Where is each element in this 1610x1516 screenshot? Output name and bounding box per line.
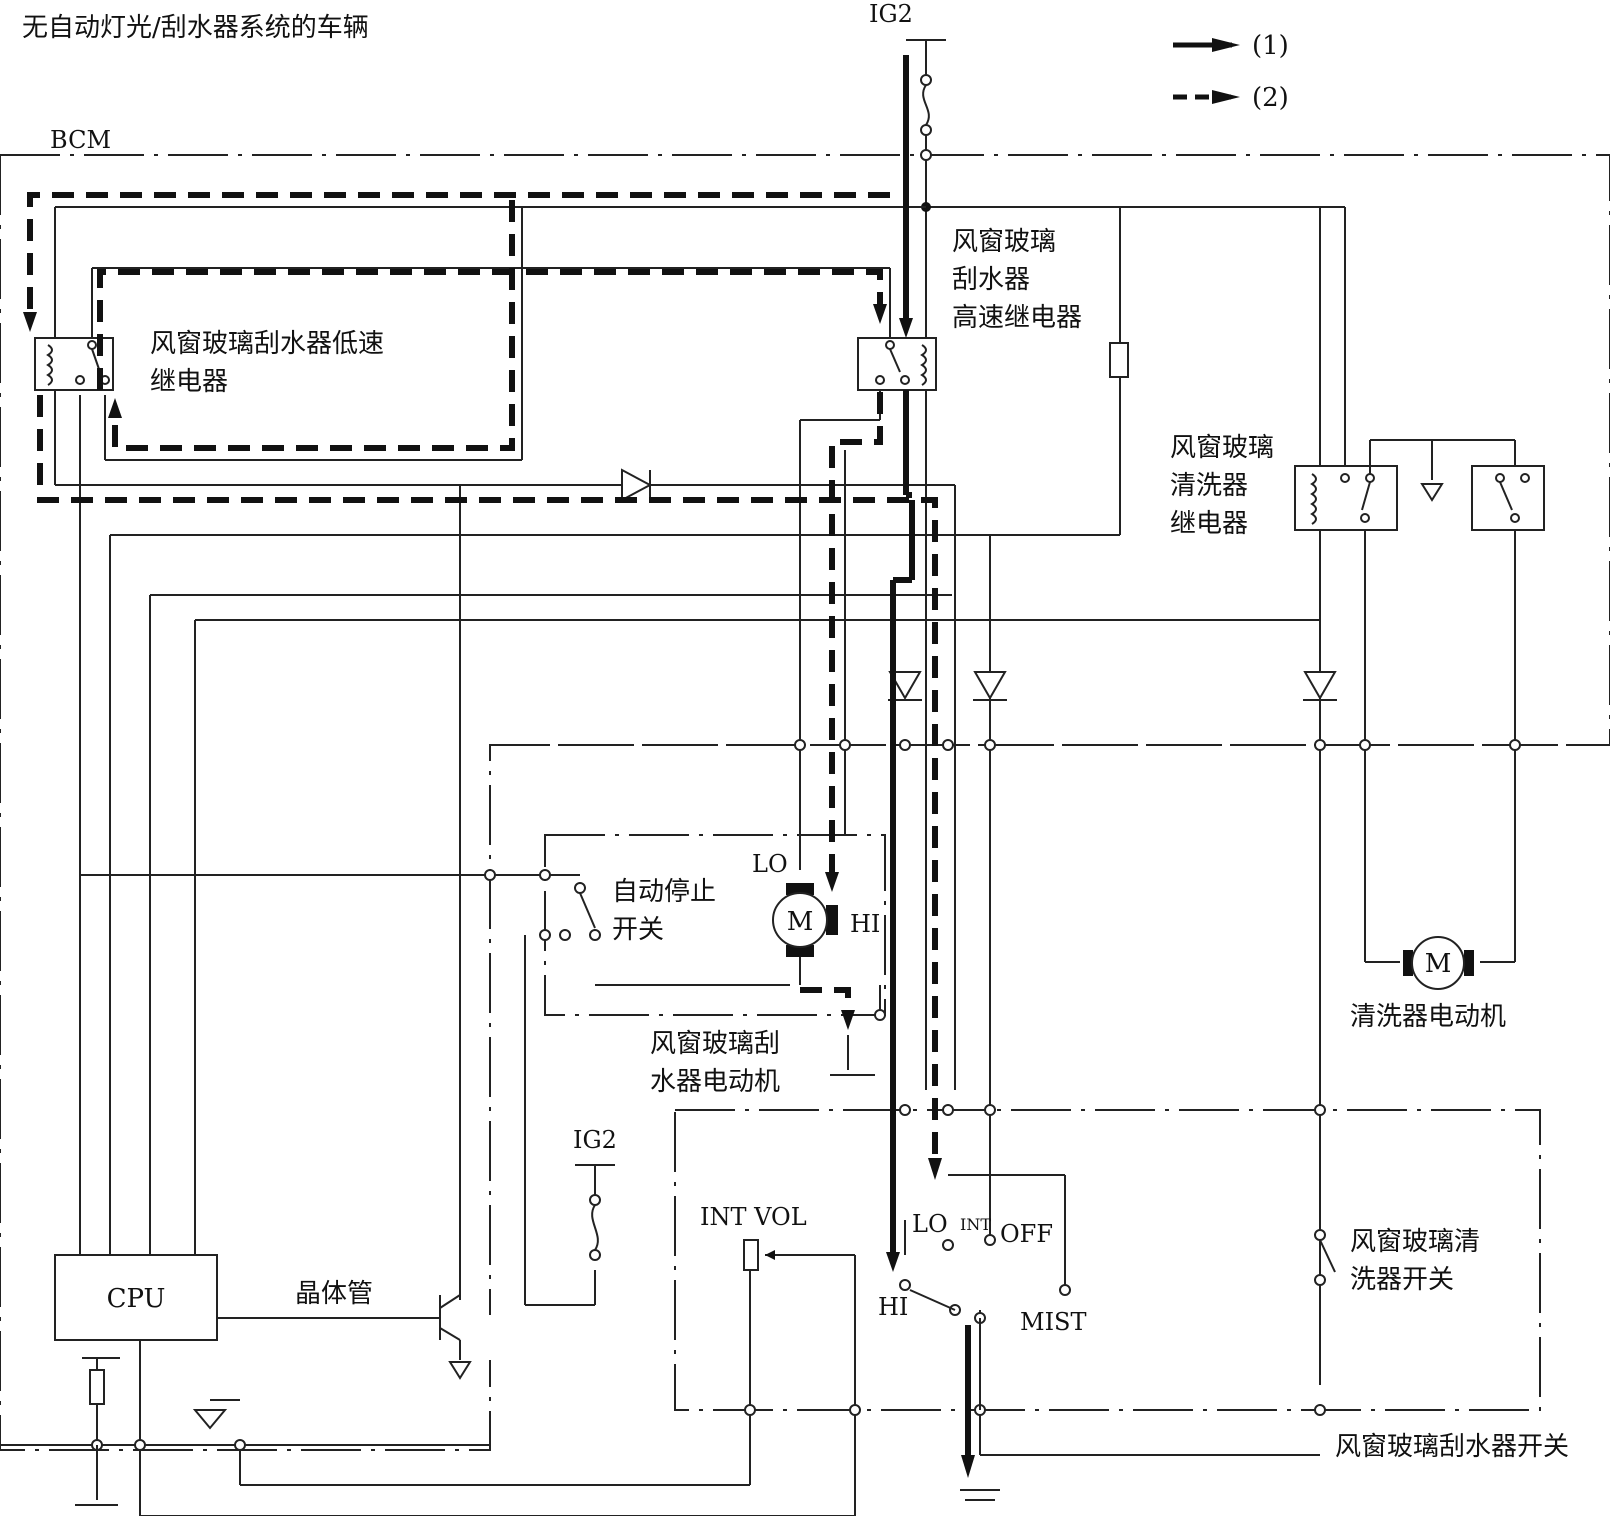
wiper-motor-assembly: 自动停止 开关 LO HI M 风窗玻璃刮 水器电动机 [539,834,886,1097]
ground-icon [192,1409,228,1430]
legend-item2: (2) [1252,83,1289,113]
resistor-icon [1109,342,1129,378]
washer-motor-icon [1411,936,1465,990]
high-speed-relay: 风窗玻璃 刮水器 高速继电器 [857,227,1082,391]
high-relay-label-line1: 风窗玻璃 [952,227,1056,257]
wiper-motor-symbol: M [787,907,814,937]
legend-dashed-arrow-icon [1212,90,1240,104]
cpu-label: CPU [107,1284,166,1314]
coil-icon [1310,473,1317,525]
washer-motor-symbol: M [1425,949,1452,979]
wiper-switch: LO INT OFF HI MIST INT VOL 风窗玻璃清 洗器开关 风窗… [674,1104,1569,1501]
washer-relay-label-line3: 继电器 [1170,509,1248,539]
wiper-motor-icon [772,892,828,948]
washer-relay: 风窗玻璃 清洗器 继电器 [1170,433,1545,539]
wiper-motor-label-line1: 风窗玻璃刮 [650,1029,780,1059]
fuse-icon [591,1204,599,1251]
ig2-bottom-supply: IG2 [573,1126,617,1261]
diodes [621,468,1337,701]
washer-relay-label-line1: 风窗玻璃 [1170,433,1274,463]
legend-item1: (1) [1252,31,1289,61]
washer-switch-label-line2: 洗器开关 [1350,1265,1454,1295]
washer-motor-label: 清洗器电动机 [1350,1002,1506,1032]
ground-icon [448,1361,472,1380]
switch-pos-int-vol: INT VOL [700,1203,807,1231]
low-relay-label-line1: 风窗玻璃刮水器低速 [150,329,384,359]
wiper-motor-label-line2: 水器电动机 [650,1067,780,1097]
bus-lines [484,739,1610,881]
fuse-icon [922,84,930,126]
diode-icon [1303,671,1337,701]
auto-stop-label-line1: 自动停止 [612,877,716,907]
coil-icon [920,344,927,386]
switch-pos-int: INT [960,1215,991,1234]
switch-pos-mist: MIST [1020,1308,1087,1336]
legend: (1) (2) [1173,31,1289,113]
motor-terminal-lo: LO [752,850,788,878]
high-relay-label-line3: 高速继电器 [952,303,1082,333]
ig2-bottom-label: IG2 [573,1126,617,1154]
ig2-top-supply [906,39,946,155]
washer-relay-label-line2: 清洗器 [1170,471,1248,501]
cpu-block: CPU 晶体管 [54,1254,472,1506]
low-relay-label-line2: 继电器 [150,367,228,397]
coil-icon [46,344,53,386]
low-speed-relay: 风窗玻璃刮水器低速 继电器 [34,329,384,397]
bcm-label: BCM [50,126,111,154]
ig2-top-label: IG2 [869,0,913,28]
diode-icon [621,468,653,502]
auto-stop-label-line2: 开关 [612,915,664,945]
diagram-title: 无自动灯光/刮水器系统的车辆 [22,13,369,43]
washer-switch-label-line1: 风窗玻璃清 [1350,1227,1480,1257]
resistor-icon [89,1369,105,1405]
switch-pos-hi: HI [878,1293,908,1321]
switch-pos-lo: LO [912,1210,948,1238]
wiper-switch-label: 风窗玻璃刮水器开关 [1335,1432,1569,1462]
switch-pos-off: OFF [1000,1220,1053,1248]
high-relay-label-line2: 刮水器 [952,265,1030,295]
bcm-boundary [0,154,1610,1451]
motor-terminal-hi: HI [850,910,880,938]
current-path-2 [23,192,942,1180]
ground-icon [1420,483,1444,502]
diode-icon [973,671,1007,701]
int-vol-potentiometer-icon [743,1239,759,1271]
transistor-icon [439,1294,472,1380]
legend-solid-arrow-icon [1212,38,1240,52]
transistor-label: 晶体管 [295,1279,373,1309]
washer-motor: M 清洗器电动机 [1350,936,1506,1032]
current-path-1 [886,55,975,1478]
